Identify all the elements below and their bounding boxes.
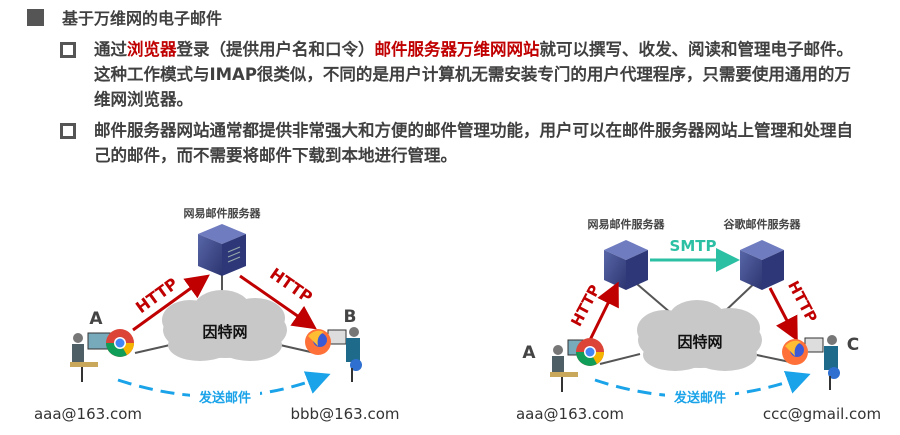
text-span: 邮件服务器网站通常都提供非常强大和方便的邮件管理功能，用户可以在邮件服务器网站上… (94, 121, 853, 165)
http-arrow-down (239, 274, 317, 330)
http-arrow-up (588, 281, 619, 341)
http-arrow-down (768, 287, 798, 342)
user-c-person-icon (804, 335, 840, 390)
heading-text: 基于万维网的电子邮件 (62, 9, 223, 28)
firefox-icon (305, 329, 331, 355)
send-mail-arrow (594, 371, 811, 399)
bullet-text: 通过浏览器登录（提供用户名和口令）邮件服务器万维网网站就可以撰写、收发、阅读和管… (94, 37, 854, 112)
internet-cloud: 因特网 (637, 300, 762, 371)
netease-mail-server-icon (604, 240, 648, 290)
diagram-same-server: 因特网 网易邮件服务器 HTTP HTTP 发送邮件 A aaa@163.com (0, 190, 450, 431)
bullet-point-2: 邮件服务器网站通常都提供非常强大和方便的邮件管理功能，用户可以在邮件服务器网站上… (60, 118, 854, 168)
section-heading: 基于万维网的电子邮件 (27, 6, 222, 28)
user-c-label: C (847, 335, 859, 355)
bullet-text: 邮件服务器网站通常都提供非常强大和方便的邮件管理功能，用户可以在邮件服务器网站上… (94, 118, 854, 168)
text-span: 就可以撰写、收发、阅读和管理电子邮件。这种工作模式与IMAP很类似，不同的是用户… (94, 40, 853, 109)
user-a-label: A (89, 309, 103, 329)
cloud-label: 因特网 (677, 333, 722, 351)
internet-cloud: 因特网 (162, 290, 287, 361)
user-a-email: aaa@163.com (516, 405, 624, 423)
send-mail-label: 发送邮件 (198, 390, 251, 406)
server1-label: 网易邮件服务器 (588, 217, 666, 231)
user-a-label: A (522, 343, 536, 363)
bullet-point-1: 通过浏览器登录（提供用户名和口令）邮件服务器万维网网站就可以撰写、收发、阅读和管… (60, 37, 854, 112)
hollow-square-bullet-icon (60, 123, 76, 139)
send-mail-label: 发送邮件 (673, 390, 726, 406)
highlight-mail-server-website: 邮件服务器万维网网站 (374, 40, 540, 59)
http-arrow-up (132, 274, 210, 332)
user-c-email: ccc@gmail.com (763, 405, 881, 423)
heading-square-bullet-icon (27, 8, 44, 26)
highlight-browser: 浏览器 (127, 40, 177, 59)
text-span: 通过 (94, 40, 127, 59)
text-span: 登录（提供用户名和口令） (176, 40, 375, 59)
firefox-icon (782, 339, 808, 365)
user-b-email: bbb@163.com (291, 405, 400, 423)
http-label-right: HTTP (784, 278, 821, 326)
user-b-label: B (344, 307, 357, 327)
server2-label: 谷歌邮件服务器 (724, 217, 802, 231)
smtp-label: SMTP (670, 237, 717, 255)
chrome-icon (576, 338, 604, 366)
user-a-person-icon (70, 332, 111, 382)
google-mail-server-icon (740, 240, 784, 290)
cloud-label: 因特网 (202, 323, 247, 341)
diagram-different-servers: 因特网 网易邮件服务器 谷歌邮件服务器 SMTP HTTP HTTP 发送邮件 … (450, 190, 900, 431)
netease-mail-server-icon (198, 224, 246, 276)
user-a-email: aaa@163.com (34, 405, 142, 423)
server-label: 网易邮件服务器 (184, 206, 262, 220)
hollow-square-bullet-icon (60, 42, 76, 58)
send-mail-arrow (117, 371, 331, 399)
user-b-person-icon (327, 327, 362, 382)
chrome-icon (106, 329, 134, 357)
